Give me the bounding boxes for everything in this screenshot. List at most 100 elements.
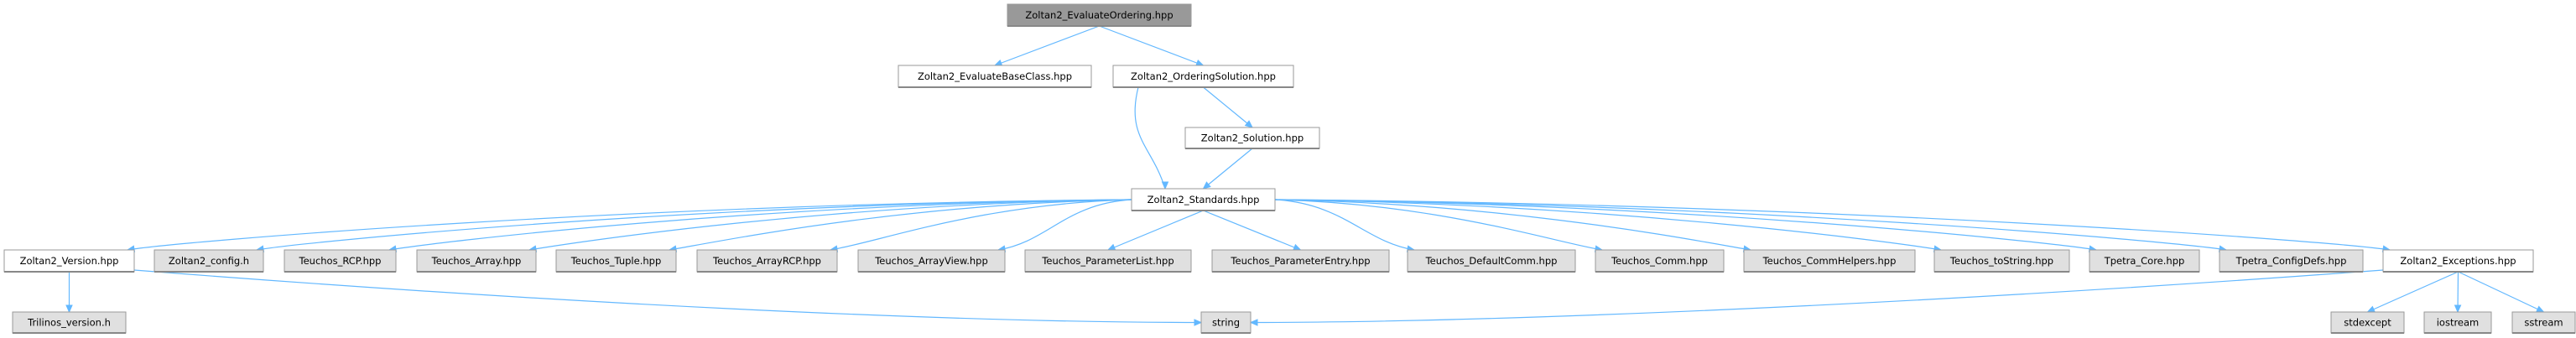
node-box — [1184, 127, 1320, 149]
node-stdexc[interactable]: stdexcept — [2330, 311, 2405, 334]
node-ver[interactable]: Zoltan2_Version.hpp — [3, 249, 135, 273]
arrowhead-icon — [993, 60, 1003, 66]
arrowhead-icon — [65, 304, 73, 314]
arrowhead-icon — [1161, 181, 1169, 190]
edge-std-chelp — [1274, 199, 1751, 251]
edge-std-tcore — [1274, 199, 2097, 251]
node-box — [12, 311, 127, 334]
node-box — [284, 249, 397, 273]
edge-std-tcfg — [1274, 199, 2227, 251]
node-label: Tpetra_Core.hpp — [2104, 255, 2185, 267]
edge-exc-string — [1250, 269, 2384, 324]
node-box — [1024, 249, 1192, 273]
node-tostr[interactable]: Teuchos_toString.hpp — [1933, 249, 2070, 273]
node-box — [2423, 311, 2492, 334]
arrowhead-icon — [1195, 59, 1205, 66]
node-label: Trilinos_version.h — [27, 317, 111, 329]
node-label: Zoltan2_Solution.hpp — [1201, 133, 1304, 144]
node-std[interactable]: Zoltan2_Standards.hpp — [1131, 188, 1276, 211]
edge-std-tostr — [1274, 199, 1942, 251]
node-label: Teuchos_Tuple.hpp — [570, 255, 662, 267]
node-exc[interactable]: Zoltan2_Exceptions.hpp — [2382, 249, 2534, 273]
edge-exc-stdexc — [2367, 271, 2459, 313]
node-label: Teuchos_Array.hpp — [431, 255, 522, 267]
node-sol[interactable]: Zoltan2_Solution.hpp — [1184, 127, 1320, 149]
arrowhead-icon — [2366, 305, 2376, 313]
node-aview[interactable]: Teuchos_ArrayView.hpp — [857, 249, 1006, 273]
node-label: Tpetra_ConfigDefs.hpp — [2235, 255, 2347, 267]
edge-root-ordsol — [1099, 25, 1204, 66]
node-arr[interactable]: Teuchos_Array.hpp — [416, 249, 537, 273]
edge-sol-std — [1203, 148, 1253, 190]
edge-std-pentry — [1203, 210, 1301, 251]
node-label: Zoltan2_config.h — [169, 255, 249, 267]
node-box — [1112, 65, 1294, 88]
arrowhead-icon — [1293, 243, 1302, 251]
edge-std-rcp — [388, 199, 1132, 251]
node-comm[interactable]: Teuchos_Comm.hpp — [1595, 249, 1725, 273]
edge-std-arr — [528, 199, 1132, 251]
node-label: string — [1212, 317, 1240, 329]
node-label: Teuchos_ParameterEntry.hpp — [1230, 255, 1370, 267]
node-label: Zoltan2_OrderingSolution.hpp — [1131, 70, 1276, 82]
node-label: Zoltan2_Standards.hpp — [1147, 194, 1260, 205]
node-label: Teuchos_ArrayView.hpp — [874, 255, 988, 267]
node-tcfg[interactable]: Tpetra_ConfigDefs.hpp — [2219, 249, 2364, 273]
node-plist[interactable]: Teuchos_ParameterList.hpp — [1024, 249, 1192, 273]
node-tver[interactable]: Trilinos_version.h — [12, 311, 127, 334]
node-label: iostream — [2437, 317, 2480, 329]
node-box — [1595, 249, 1725, 273]
node-label: Teuchos_toString.hpp — [1949, 255, 2053, 267]
node-label: Zoltan2_EvaluateBaseClass.hpp — [918, 70, 1072, 82]
arrowhead-icon — [1202, 181, 1211, 190]
edges — [65, 25, 2545, 326]
node-dcomm[interactable]: Teuchos_DefaultComm.hpp — [1407, 249, 1576, 273]
edge-std-cfg — [256, 199, 1132, 251]
node-box — [1933, 249, 2070, 273]
node-cfg[interactable]: Zoltan2_config.h — [154, 249, 264, 273]
arrowhead-icon — [1249, 319, 1258, 326]
node-tup[interactable]: Teuchos_Tuple.hpp — [555, 249, 677, 273]
node-arcp[interactable]: Teuchos_ArrayRCP.hpp — [696, 249, 838, 273]
node-pentry[interactable]: Teuchos_ParameterEntry.hpp — [1211, 249, 1390, 273]
node-root[interactable]: Zoltan2_EvaluateOrdering.hpp — [1007, 3, 1192, 27]
node-label: Teuchos_ArrayRCP.hpp — [712, 255, 821, 267]
edge-std-aview — [997, 199, 1132, 251]
nodes: Zoltan2_EvaluateOrdering.hppZoltan2_Eval… — [3, 3, 2576, 334]
edge-std-dcomm — [1274, 199, 1415, 251]
node-evalbase[interactable]: Zoltan2_EvaluateBaseClass.hpp — [898, 65, 1092, 88]
node-label: Teuchos_CommHelpers.hpp — [1762, 255, 1897, 267]
node-chelp[interactable]: Teuchos_CommHelpers.hpp — [1743, 249, 1916, 273]
node-box — [696, 249, 838, 273]
arrowhead-icon — [1244, 120, 1253, 128]
edge-ordsol-std — [1134, 86, 1166, 190]
arrowhead-icon — [2454, 304, 2462, 314]
edge-std-arcp — [830, 199, 1132, 251]
node-box — [1200, 311, 1252, 334]
node-sstr[interactable]: sstream — [2511, 311, 2576, 334]
node-box — [857, 249, 1006, 273]
node-label: Teuchos_Comm.hpp — [1611, 255, 1708, 267]
edge-std-tup — [669, 199, 1132, 251]
arrowhead-icon — [1106, 243, 1116, 251]
node-label: Teuchos_RCP.hpp — [299, 255, 382, 267]
node-label: Zoltan2_EvaluateOrdering.hpp — [1025, 9, 1173, 21]
node-string[interactable]: string — [1200, 311, 1252, 334]
arrowhead-icon — [1194, 319, 1203, 326]
node-rcp[interactable]: Teuchos_RCP.hpp — [284, 249, 397, 273]
node-iostr[interactable]: iostream — [2423, 311, 2492, 334]
node-label: sstream — [2524, 317, 2563, 329]
node-box — [2089, 249, 2200, 273]
edge-ver-string — [133, 269, 1202, 324]
edge-root-evalbase — [994, 25, 1100, 66]
node-box — [1007, 3, 1192, 27]
edge-std-plist — [1107, 210, 1204, 251]
edge-std-comm — [1274, 199, 1603, 251]
node-ordsol[interactable]: Zoltan2_OrderingSolution.hpp — [1112, 65, 1294, 88]
node-tcore[interactable]: Tpetra_Core.hpp — [2089, 249, 2200, 273]
edge-ordsol-sol — [1203, 86, 1253, 128]
node-box — [416, 249, 537, 273]
node-label: Zoltan2_Version.hpp — [20, 255, 119, 267]
arrowhead-icon — [2535, 305, 2545, 313]
